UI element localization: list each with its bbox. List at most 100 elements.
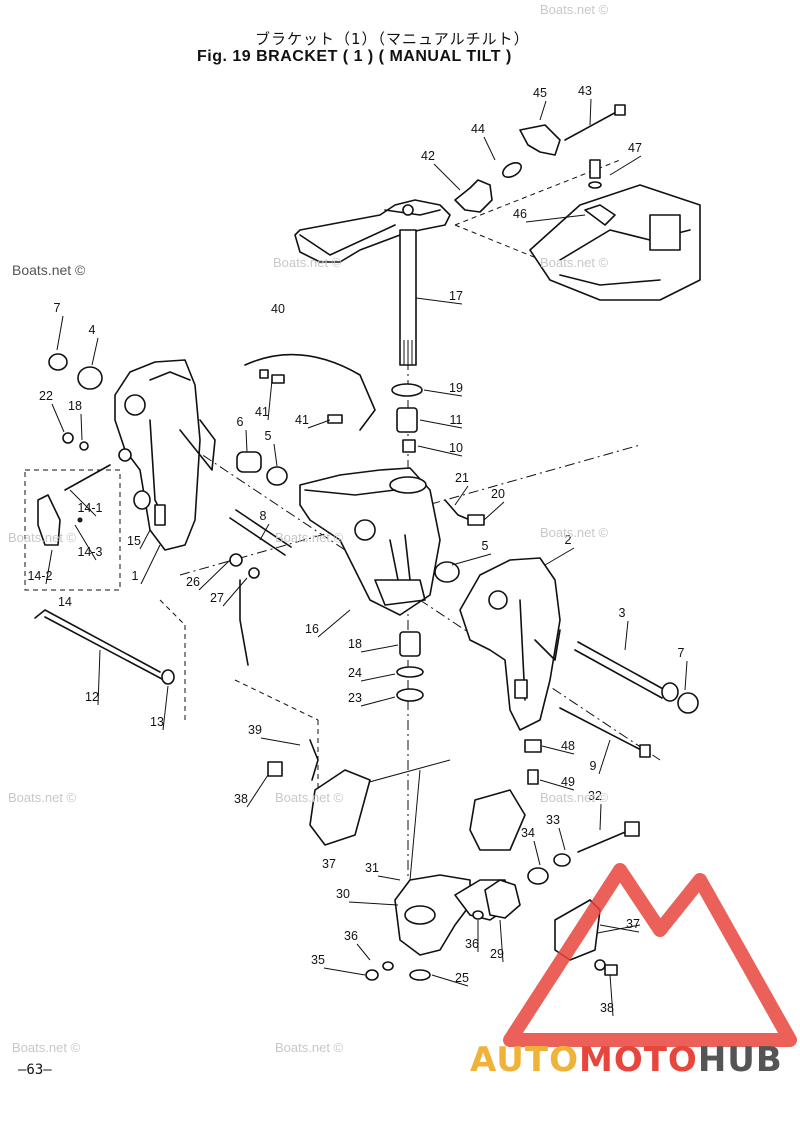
brand-logo-triangle bbox=[503, 863, 797, 1047]
callout-leader bbox=[222, 577, 248, 607]
callout-leader bbox=[541, 745, 575, 755]
callout-leader bbox=[589, 98, 592, 126]
callout-leader bbox=[624, 620, 629, 651]
callout-label-12: 12 bbox=[85, 690, 99, 704]
callout-leader bbox=[454, 485, 469, 506]
callout-leader bbox=[433, 163, 461, 191]
brand-part-auto: AUTO bbox=[470, 1040, 579, 1080]
watermark-6: Boats.net © bbox=[275, 530, 344, 545]
watermark-12: Boats.net © bbox=[275, 1040, 344, 1055]
callout-leader bbox=[45, 549, 53, 585]
callout-label-37: 37 bbox=[322, 857, 336, 871]
swivel-bracket bbox=[299, 467, 441, 616]
callout-leader bbox=[598, 739, 611, 775]
callout-leader bbox=[451, 553, 492, 566]
callout-label-29: 29 bbox=[490, 947, 504, 961]
callout-label-26: 26 bbox=[186, 575, 200, 589]
callout-leader bbox=[139, 529, 151, 550]
pins-and-tubes bbox=[229, 451, 699, 758]
callout-label-11: 11 bbox=[450, 413, 463, 427]
upper-mount-parts bbox=[454, 104, 626, 213]
callout-leader bbox=[539, 779, 575, 791]
callout-leader bbox=[499, 919, 504, 963]
callout-leader bbox=[377, 875, 401, 881]
callout-label-33: 33 bbox=[546, 813, 560, 827]
clamp-bracket-right bbox=[459, 557, 561, 731]
callout-label-3: 3 bbox=[619, 606, 626, 620]
callout-label-7: 7 bbox=[54, 301, 61, 315]
callout-leader bbox=[51, 403, 65, 433]
callout-label-31: 31 bbox=[365, 861, 379, 875]
callout-label-35: 35 bbox=[311, 953, 325, 967]
watermark-8: Boats.net © bbox=[8, 790, 77, 805]
watermark-5: Boats.net © bbox=[8, 530, 77, 545]
steering-arm bbox=[294, 199, 451, 263]
callout-leader bbox=[348, 901, 399, 906]
callout-label-38: 38 bbox=[234, 792, 248, 806]
engine-mount-housing bbox=[529, 184, 701, 301]
callout-leader bbox=[419, 419, 463, 429]
callout-label-22: 22 bbox=[39, 389, 53, 403]
callout-leader bbox=[323, 967, 366, 976]
callout-label-27: 27 bbox=[210, 591, 224, 605]
lower-mount bbox=[267, 761, 640, 981]
brand-part-moto: MOTO bbox=[578, 1040, 698, 1080]
callout-label-5: 5 bbox=[265, 429, 272, 443]
callout-leader bbox=[533, 840, 541, 866]
callout-leader bbox=[74, 524, 97, 561]
callout-leader bbox=[599, 803, 602, 831]
callout-leader bbox=[483, 136, 496, 161]
tilt-rod bbox=[34, 353, 175, 685]
callout-leader bbox=[246, 774, 269, 808]
callout-label-41: 41 bbox=[255, 405, 269, 419]
callout-label-10: 10 bbox=[449, 441, 463, 455]
callout-label-14-3: 14-3 bbox=[77, 545, 102, 559]
callout-leader bbox=[609, 155, 642, 176]
callout-leader bbox=[317, 609, 351, 638]
callout-leader bbox=[539, 100, 547, 121]
callout-label-23: 23 bbox=[348, 691, 362, 705]
callout-label-47: 47 bbox=[628, 141, 642, 155]
callout-label-9: 9 bbox=[590, 759, 597, 773]
callout-leader bbox=[415, 297, 463, 305]
callout-leader bbox=[360, 644, 399, 653]
callout-label-37: 37 bbox=[626, 917, 640, 931]
callout-leader bbox=[162, 685, 169, 731]
callout-label-16: 16 bbox=[305, 622, 319, 636]
callout-label-6: 6 bbox=[237, 415, 244, 429]
callout-label-30: 30 bbox=[336, 887, 350, 901]
group-14-box bbox=[24, 469, 121, 591]
callout-leader bbox=[80, 413, 83, 441]
callout-leader bbox=[417, 445, 463, 457]
callout-leader bbox=[307, 419, 331, 429]
watermark-4: Boats.net © bbox=[540, 2, 609, 17]
callout-label-1: 1 bbox=[132, 569, 139, 583]
callout-leader bbox=[360, 673, 396, 682]
watermark-1: Boats.net © bbox=[12, 262, 86, 278]
callout-label-42: 42 bbox=[421, 149, 435, 163]
callout-label-24: 24 bbox=[348, 666, 362, 680]
callout-label-25: 25 bbox=[455, 971, 469, 985]
callout-label-34: 34 bbox=[521, 826, 535, 840]
callout-label-18: 18 bbox=[348, 637, 362, 651]
callout-label-14-1: 14-1 bbox=[77, 501, 102, 515]
callout-leader bbox=[259, 523, 270, 541]
watermark-3: Boats.net © bbox=[540, 255, 609, 270]
callout-label-18: 18 bbox=[68, 399, 82, 413]
callout-leader bbox=[483, 501, 505, 521]
callout-label-46: 46 bbox=[513, 207, 527, 221]
callout-label-36: 36 bbox=[465, 937, 479, 951]
callout-leader bbox=[97, 649, 101, 706]
callout-leader bbox=[91, 337, 99, 366]
brand-wordmark: AUTOMOTOHUB bbox=[470, 1040, 783, 1080]
callout-label-38: 38 bbox=[600, 1001, 614, 1015]
page-number: —63— bbox=[18, 1062, 52, 1078]
callout-label-19: 19 bbox=[449, 381, 463, 395]
callout-leader bbox=[525, 214, 586, 223]
callout-leader bbox=[245, 429, 248, 453]
callout-label-49: 49 bbox=[561, 775, 575, 789]
callout-leader bbox=[356, 943, 371, 961]
